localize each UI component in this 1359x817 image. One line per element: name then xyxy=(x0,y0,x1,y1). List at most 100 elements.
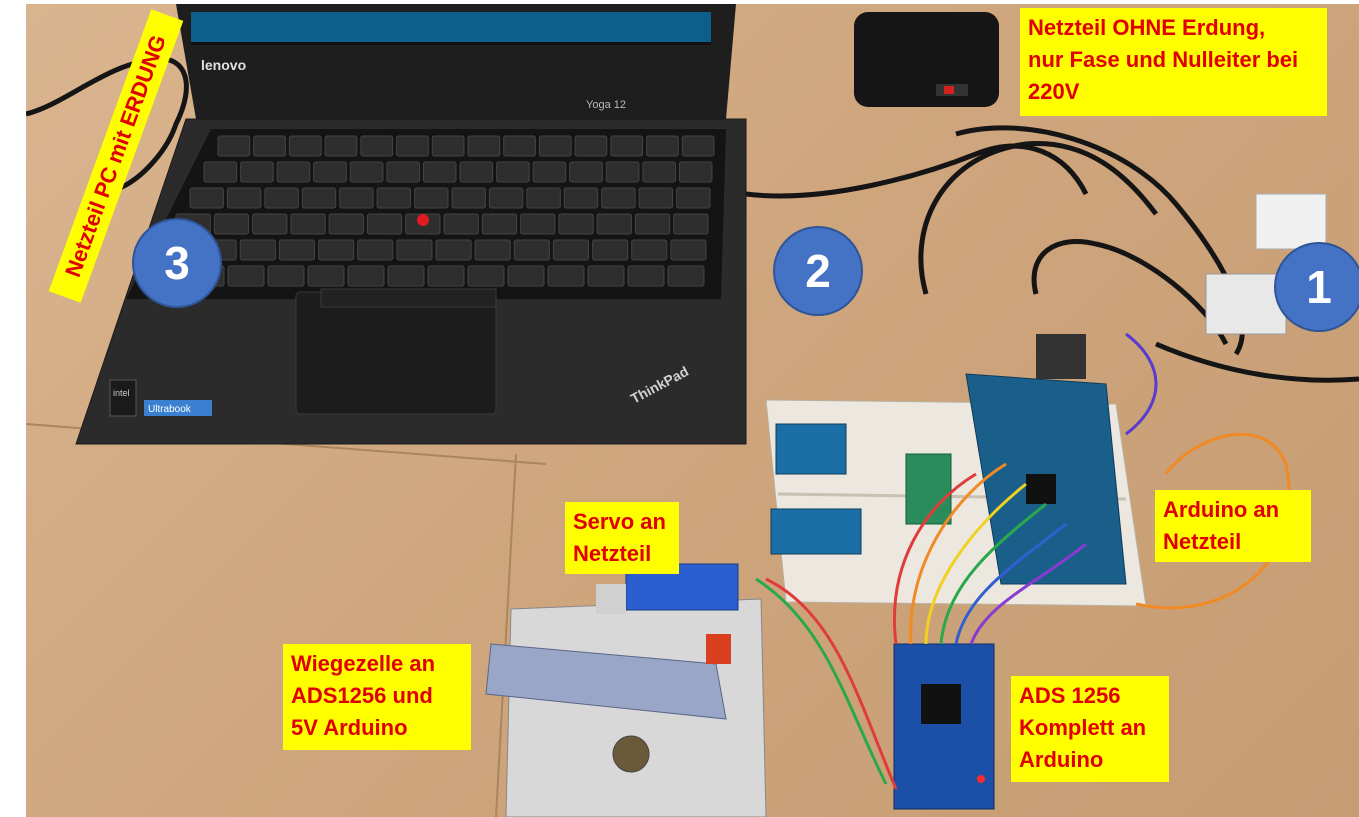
keyboard-key xyxy=(673,213,709,235)
keyboard-key xyxy=(227,265,265,287)
keyboard-key xyxy=(288,135,322,157)
touchpad xyxy=(295,291,497,415)
keyboard-key xyxy=(610,135,644,157)
keyboard-key xyxy=(681,135,715,157)
keyboard-key xyxy=(646,135,679,157)
keyboard-key xyxy=(252,213,288,235)
intel-text: intel xyxy=(113,388,130,398)
jumper-wires xyxy=(755,332,1291,790)
keyboard-key xyxy=(396,239,433,261)
trackpoint-buttons xyxy=(320,288,497,308)
intel-sticker xyxy=(109,379,137,417)
keyboard-key xyxy=(189,187,224,209)
arduino-mega xyxy=(965,334,1127,585)
keyboard-key xyxy=(339,187,374,209)
keyboard-key xyxy=(360,135,394,157)
hx711-module xyxy=(905,453,952,525)
keyboard-key xyxy=(520,213,556,235)
keyboard-key xyxy=(387,265,425,287)
keyboard-key xyxy=(431,135,465,157)
keyboard-key xyxy=(435,239,472,261)
keyboard-key xyxy=(558,213,594,235)
keyboard-key xyxy=(366,213,403,235)
marker-3: 3 xyxy=(132,218,222,308)
photo-scene: lenovo Yoga 12 Ultrabook intel ThinkPad xyxy=(26,4,1359,817)
keyboard-key xyxy=(240,161,274,183)
keyboard-key xyxy=(313,161,347,183)
keyboard-key xyxy=(422,161,457,183)
weighing-rig xyxy=(485,563,767,817)
keyboard-key xyxy=(253,135,286,157)
keyboard-key xyxy=(596,213,632,235)
keyboard-key xyxy=(443,213,479,235)
keyboard-key xyxy=(427,265,465,287)
label-wiegezelle: Wiegezelle an ADS1256 und 5V Arduino xyxy=(283,644,471,750)
marker-1: 1 xyxy=(1274,242,1359,332)
keyboard-key xyxy=(267,265,305,287)
keyboard-key xyxy=(538,135,572,157)
keyboard-key xyxy=(574,135,608,157)
cables xyxy=(26,56,1359,383)
keyboard-key xyxy=(670,239,707,261)
ultrabook-sticker xyxy=(144,400,212,416)
keyboard-key xyxy=(467,265,505,287)
ads1256-module xyxy=(893,643,995,810)
keyboard-key xyxy=(386,161,420,183)
keyboard-key xyxy=(451,187,486,209)
arduino-pro-micro xyxy=(770,508,862,555)
keyboard-key xyxy=(496,161,530,183)
laptop-model-text: Yoga 12 xyxy=(586,99,626,111)
keyboard-key xyxy=(290,213,326,235)
keyboard-key xyxy=(349,161,384,183)
laptop-brand-text: lenovo xyxy=(201,57,246,73)
keyboard-key xyxy=(213,213,250,235)
keyboard-key xyxy=(396,135,429,157)
laptop-base: Ultrabook intel ThinkPad xyxy=(75,118,747,445)
keyboard-key xyxy=(239,239,276,261)
arduino-nano xyxy=(775,423,847,475)
servo xyxy=(625,563,739,611)
keyboard-key xyxy=(264,187,299,209)
ultrabook-text: Ultrabook xyxy=(148,404,192,415)
keyboard-key xyxy=(328,213,364,235)
label-ads1256: ADS 1256 Komplett an Arduino xyxy=(1011,676,1169,782)
keyboard-key xyxy=(414,187,449,209)
keyboard-key xyxy=(301,187,337,209)
keyboard-key xyxy=(601,187,636,209)
label-netzteil-ohne-erdung: Netzteil OHNE Erdung, nur Fase und Nulle… xyxy=(1020,8,1327,116)
keyboard-key xyxy=(547,265,585,287)
load-cell xyxy=(485,643,727,720)
keyboard-key xyxy=(678,161,713,183)
keyboard-key xyxy=(324,135,358,157)
keyboard-key xyxy=(217,135,251,157)
keyboard-key xyxy=(376,187,412,209)
keyboard-key xyxy=(592,239,629,261)
keyboard-key xyxy=(642,161,677,183)
keyboard-key xyxy=(569,161,603,183)
keyboard-key xyxy=(318,239,355,261)
keyboard-key xyxy=(467,135,501,157)
keyboard-key xyxy=(667,265,705,287)
label-arduino: Arduino an Netzteil xyxy=(1155,490,1311,562)
socket-plug xyxy=(1205,193,1327,335)
marker-2: 2 xyxy=(773,226,863,316)
keyboard-key xyxy=(203,161,238,183)
keyboard-key xyxy=(526,187,561,209)
keyboard-key xyxy=(627,265,665,287)
keyboard-key xyxy=(278,239,315,261)
keyboard-key xyxy=(307,265,345,287)
keyboard-key xyxy=(357,239,394,261)
photo: lenovo Yoga 12 Ultrabook intel ThinkPad xyxy=(26,4,1359,817)
keyboard-key xyxy=(513,239,550,261)
keyboard-key xyxy=(459,161,494,183)
keyboard-key xyxy=(676,187,711,209)
keyboard-key xyxy=(605,161,640,183)
keyboard-key xyxy=(481,213,518,235)
keyboard-key xyxy=(507,265,545,287)
keyboard-key xyxy=(587,265,625,287)
keyboard-key xyxy=(631,239,668,261)
power-adapter xyxy=(854,12,999,107)
keyboard-key xyxy=(552,239,590,261)
keyboard-key xyxy=(474,239,511,261)
laptop-screen: lenovo Yoga 12 xyxy=(176,4,736,119)
